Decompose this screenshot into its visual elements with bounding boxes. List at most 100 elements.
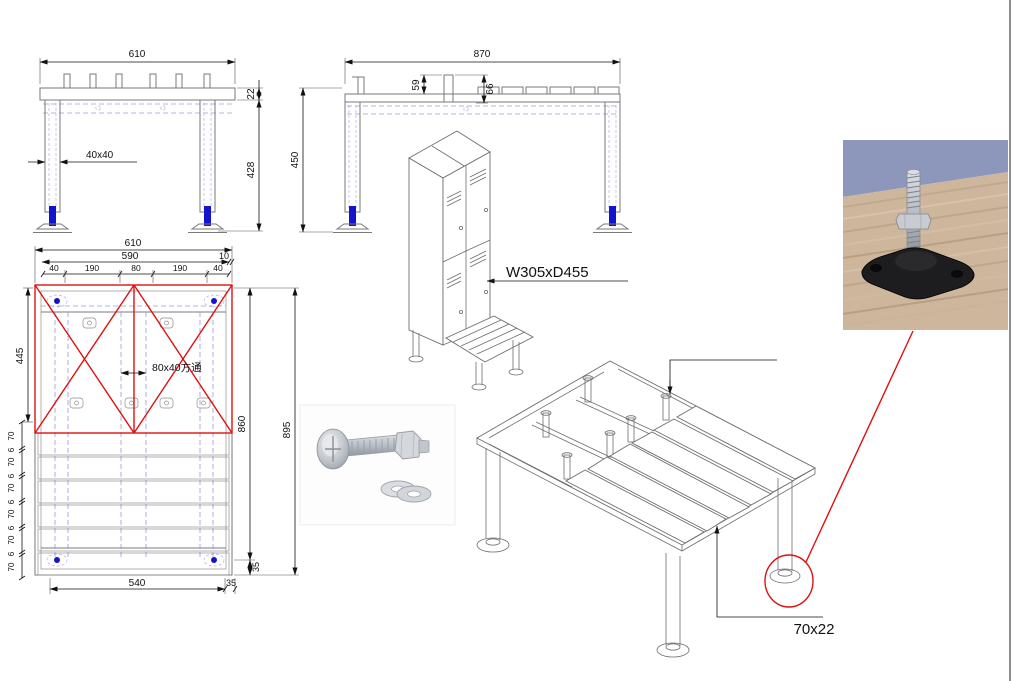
plan-edge-label: 10 <box>219 251 229 261</box>
side-dim-height: 450 <box>290 87 342 233</box>
foot-base <box>861 247 975 300</box>
plan-dim-bottom: 540 35 <box>49 578 238 594</box>
foot-nut <box>895 213 932 230</box>
front-seat-rail <box>39 87 236 101</box>
bolt-head-slot <box>325 436 341 462</box>
foot-base-hole-right <box>951 270 963 278</box>
plan-dim-inner-width: 590 10 <box>41 251 235 266</box>
slat-section-label: 70x22 <box>794 621 835 638</box>
plan-dim-frame-depth: 445 <box>15 287 33 423</box>
bench-post-leader <box>667 359 777 395</box>
plan-width-label: 610 <box>125 238 142 249</box>
bolt-nut <box>394 430 422 460</box>
front-retainer-tabs <box>63 73 211 89</box>
plan-chain-40b: 40 <box>213 263 223 273</box>
locker-handles <box>458 207 488 314</box>
locker-bench <box>408 315 534 391</box>
locker-size-callout: W305xD455 <box>486 264 628 284</box>
slat-chain-4: 70 <box>7 483 16 492</box>
plan-chain-190b: 190 <box>173 263 187 273</box>
bolt-tip <box>418 439 430 454</box>
locker-door-face <box>442 151 491 346</box>
front-dim-width-label: 610 <box>129 49 146 60</box>
plan-dim-right: 860 35 895 <box>234 287 299 576</box>
plan-dim-slat-chain: 70 6 70 6 70 6 70 6 70 6 70 <box>7 419 26 581</box>
plan-chain-40a: 40 <box>49 263 59 273</box>
plan-slats <box>37 432 230 576</box>
side-hidden-lines <box>347 105 618 115</box>
slat-chain-9: 6 <box>7 551 16 556</box>
foot-detail-circle <box>764 554 814 608</box>
bench-slats <box>565 405 816 544</box>
front-legs <box>44 99 216 213</box>
bolt-photo <box>299 404 456 526</box>
bolt-washers <box>380 480 432 503</box>
side-retainer-post <box>443 74 454 103</box>
bench-isometric: 70x22 <box>476 359 835 658</box>
side-dim-post59: 59 <box>411 74 442 95</box>
front-dim-heights: 22 428 <box>218 80 263 232</box>
slat-chain-2: 70 <box>7 457 16 466</box>
front-dim-slat-label: 22 <box>246 88 257 100</box>
plan-inner-width-label: 590 <box>122 251 139 262</box>
side-seat-rail <box>344 93 621 103</box>
slat-chain-3: 6 <box>7 473 16 478</box>
slat-chain-5: 6 <box>7 499 16 504</box>
locker-side-panel <box>408 157 444 346</box>
side-slats <box>477 86 620 95</box>
plan-brackets <box>69 317 211 409</box>
plan-frame-depth-label: 445 <box>15 347 26 364</box>
plan-35-bottom-label: 35 <box>226 578 236 588</box>
front-dim-width: 610 <box>39 49 236 84</box>
side-view: 870 450 59 <box>290 49 632 233</box>
slat-chain-7: 6 <box>7 525 16 530</box>
side-hook-tab <box>352 76 365 94</box>
plan-red-bracing <box>34 284 233 434</box>
foot-base-dome <box>895 251 937 271</box>
side-dim-width-label: 870 <box>474 49 491 60</box>
plan-860-label: 860 <box>237 415 248 432</box>
side-dim-height-label: 450 <box>290 151 301 168</box>
plan-895-label: 895 <box>282 421 293 438</box>
side-dim59-label: 59 <box>411 79 422 91</box>
plan-chain-80: 80 <box>131 263 141 273</box>
plan-foot-markers <box>46 294 225 567</box>
locker-isometric: W305xD455 <box>408 130 628 391</box>
bench-legs <box>476 448 801 658</box>
plan-540-label: 540 <box>129 578 146 589</box>
plan-tube-callout: 80x40方通 <box>120 361 202 376</box>
plan-dim-top-chain: 40 190 80 190 40 <box>40 263 232 283</box>
foot-photo <box>805 140 1009 563</box>
locker-size-label: W305xD455 <box>506 264 589 281</box>
front-view: 610 <box>28 49 263 233</box>
foot-stud-threads <box>906 175 921 249</box>
plan-dim-width: 610 <box>34 238 233 283</box>
foot-base-hole-left <box>870 264 882 272</box>
bolt-threads <box>351 438 395 455</box>
side-dim-width: 870 <box>344 49 621 84</box>
locker-vents <box>446 168 487 289</box>
front-dim-leg-label: 428 <box>246 161 257 178</box>
side-dim66-label: 66 <box>485 83 496 95</box>
slat-chain-6: 70 <box>7 509 16 518</box>
bolt-head-highlight <box>322 434 338 456</box>
detail-connector-line <box>805 330 914 563</box>
side-dim-post66: 66 <box>455 74 496 104</box>
plan-tube-label: 80x40方通 <box>152 361 202 374</box>
slat-chain-8: 70 <box>7 535 16 544</box>
slat-chain-10: 70 <box>7 562 16 571</box>
plan-chain-190a: 190 <box>85 263 99 273</box>
slat-chain-0: 70 <box>7 431 16 440</box>
foot-photo-wall <box>843 140 1008 197</box>
front-adjustable-feet <box>33 206 227 233</box>
plan-view: 610 590 10 40 190 80 190 40 <box>7 238 299 594</box>
slat-section-callout: 70x22 <box>714 525 835 638</box>
plan-tube-columns <box>54 312 214 560</box>
front-tube-callout: 40x40 <box>28 150 137 165</box>
plan-35-side-label: 35 <box>251 562 261 572</box>
bench-retainer-posts <box>540 375 672 480</box>
front-hidden-lines <box>43 103 232 114</box>
slat-chain-1: 6 <box>7 447 16 452</box>
